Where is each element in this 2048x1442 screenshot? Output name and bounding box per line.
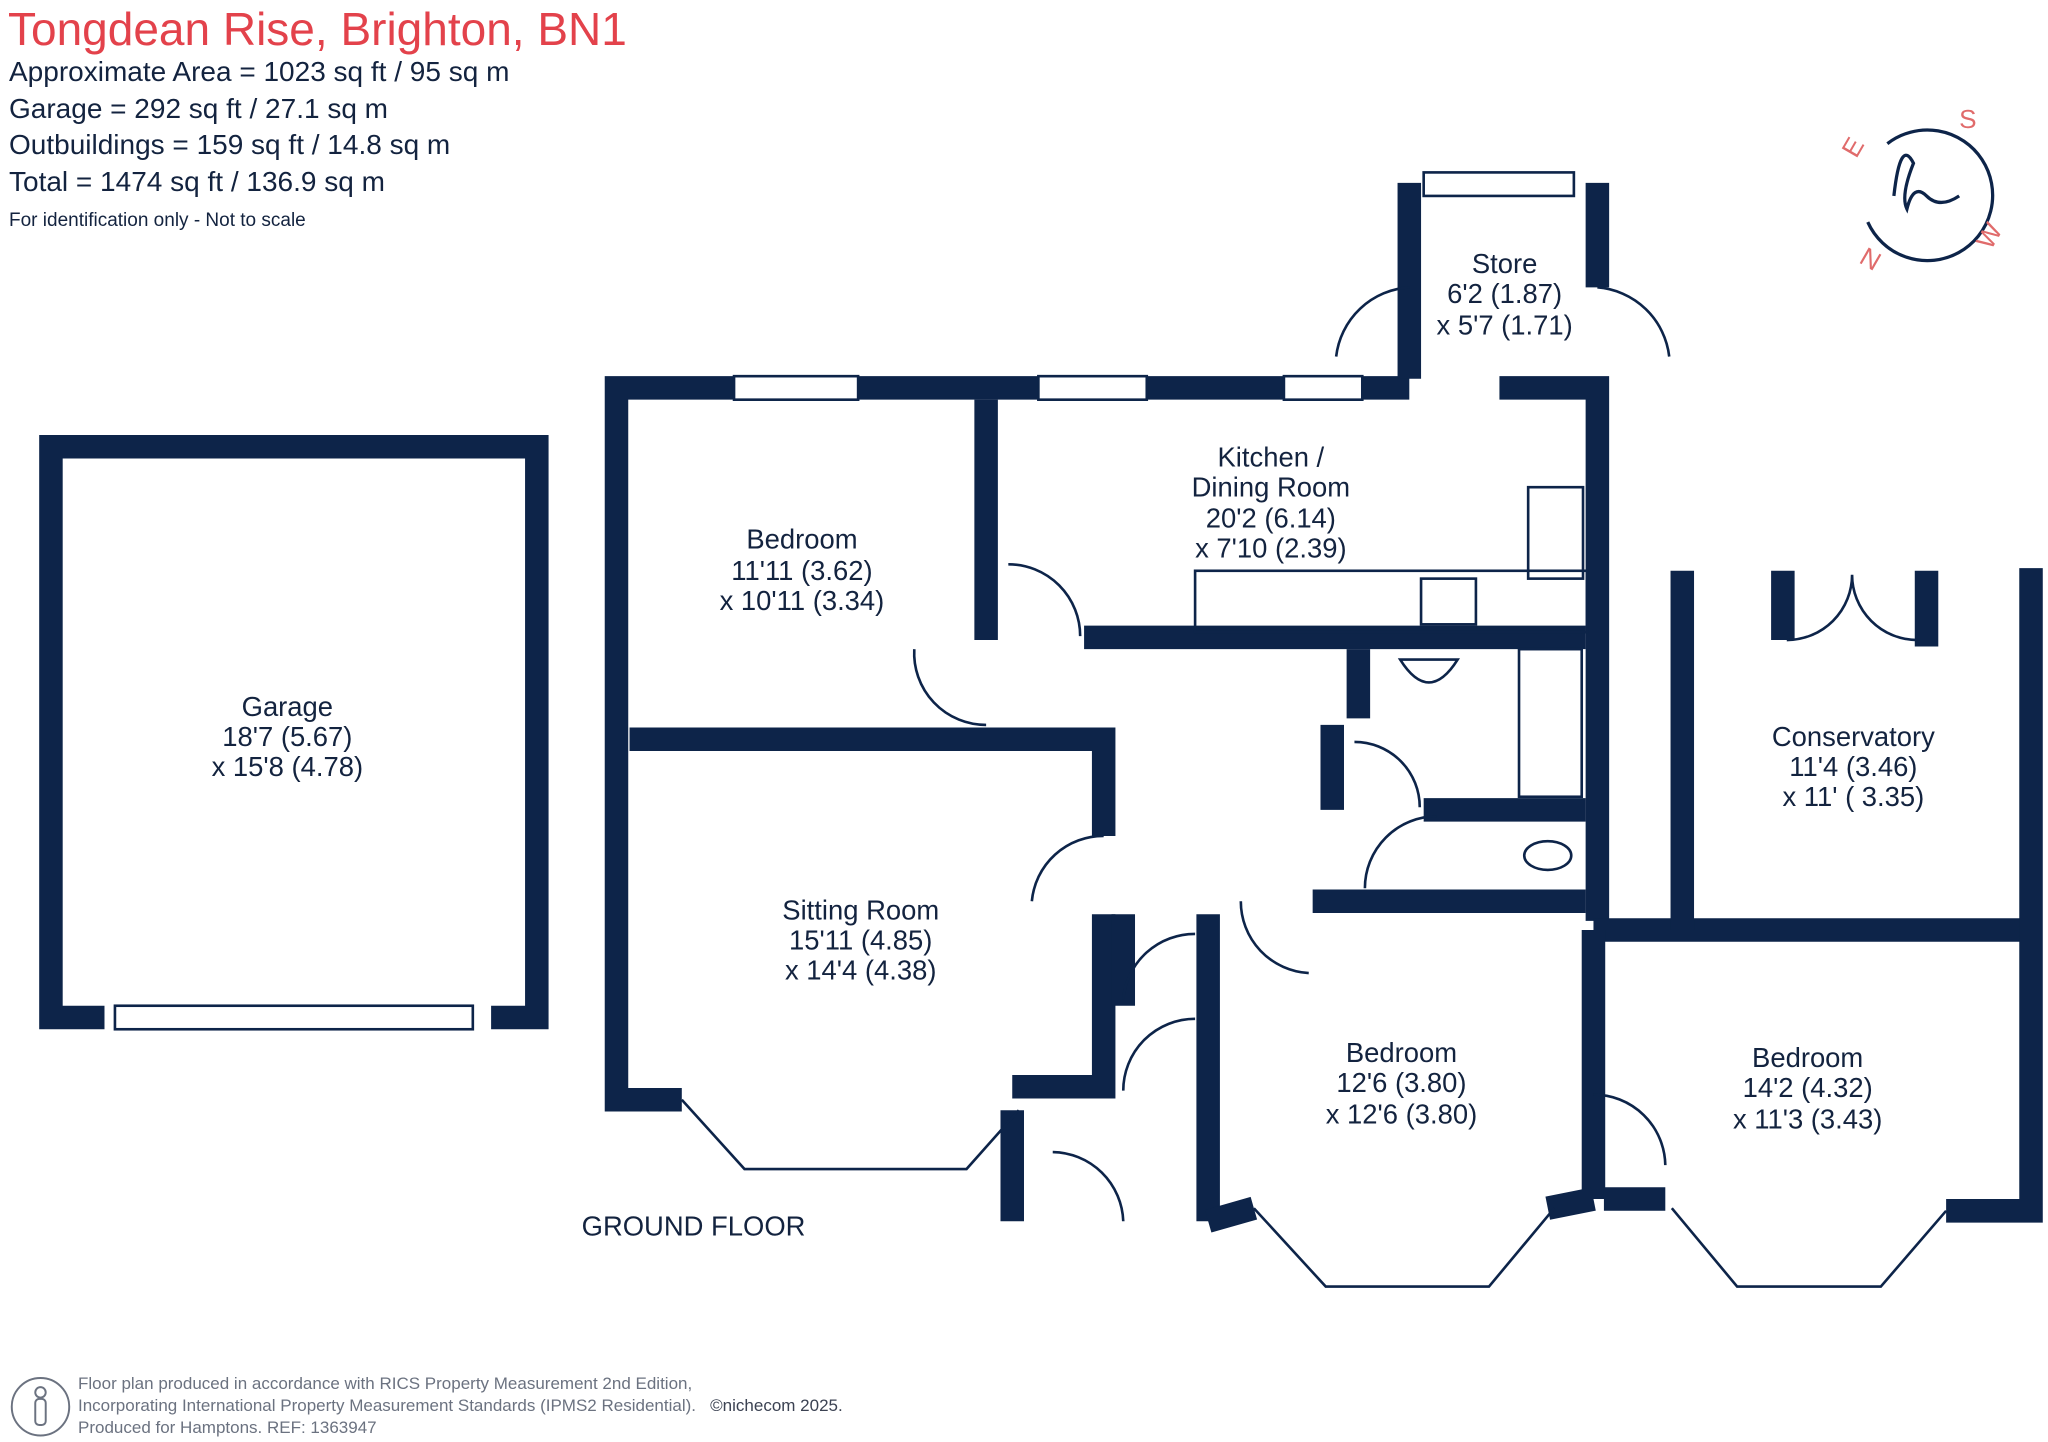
copyright: ©nichecom 2025. — [710, 1396, 843, 1415]
logo-h — [1892, 153, 1961, 214]
svg-text:Bedroom: Bedroom — [746, 524, 857, 555]
svg-text:x 11' ( 3.35): x 11' ( 3.35) — [1782, 781, 1924, 812]
svg-text:Bedroom: Bedroom — [1752, 1042, 1863, 1073]
svg-text:Store: Store — [1472, 248, 1538, 279]
area-approx: Approximate Area = 1023 sq ft / 95 sq m — [9, 56, 510, 87]
svg-text:Kitchen /: Kitchen / — [1218, 441, 1325, 472]
svg-text:11'4 (3.46): 11'4 (3.46) — [1789, 751, 1917, 782]
windows-doors — [113, 171, 1948, 1288]
footer-line-1: Floor plan produced in accordance with R… — [78, 1374, 693, 1393]
compass-e: E — [1835, 132, 1870, 162]
footer-line-3: Produced for Hamptons. REF: 1363947 — [78, 1418, 377, 1437]
svg-text:14'2 (4.32): 14'2 (4.32) — [1743, 1072, 1873, 1103]
walls — [39, 182, 2043, 1233]
svg-text:Conservatory: Conservatory — [1772, 721, 1935, 752]
svg-text:18'7 (5.67): 18'7 (5.67) — [222, 721, 352, 752]
scale-note: For identification only - Not to scale — [9, 210, 306, 231]
area-total: Total = 1474 sq ft / 136.9 sq m — [9, 166, 385, 197]
svg-text:11'11 (3.62): 11'11 (3.62) — [731, 555, 872, 586]
svg-text:20'2 (6.14): 20'2 (6.14) — [1206, 503, 1336, 534]
svg-text:x 5'7 (1.71): x 5'7 (1.71) — [1437, 309, 1573, 340]
area-outbuildings: Outbuildings = 159 sq ft / 14.8 sq m — [9, 129, 451, 160]
compass-w: W — [1970, 217, 2008, 254]
svg-text:x 12'6 (3.80): x 12'6 (3.80) — [1326, 1098, 1477, 1129]
svg-text:x 11'3 (3.43): x 11'3 (3.43) — [1733, 1104, 1882, 1135]
svg-text:12'6 (3.80): 12'6 (3.80) — [1336, 1067, 1466, 1098]
footer-line-2: Incorporating International Property Mea… — [78, 1396, 843, 1416]
svg-text:Sitting Room: Sitting Room — [782, 895, 939, 926]
svg-text:x 7'10 (2.39): x 7'10 (2.39) — [1195, 533, 1346, 564]
compass: S E N W — [1835, 104, 2008, 277]
svg-text:6'2 (1.87): 6'2 (1.87) — [1447, 278, 1562, 309]
footer-line-2-text: Incorporating International Property Mea… — [78, 1396, 696, 1415]
compass-ring — [1866, 128, 1995, 263]
svg-text:x 14'4 (4.38): x 14'4 (4.38) — [785, 955, 936, 986]
svg-text:Garage: Garage — [242, 691, 333, 722]
compass-n: N — [1855, 241, 1886, 276]
floor-label: GROUND FLOOR — [582, 1211, 806, 1242]
svg-text:Bedroom: Bedroom — [1346, 1037, 1457, 1068]
svg-text:x 10'11 (3.34): x 10'11 (3.34) — [720, 585, 885, 616]
compass-s: S — [1959, 104, 1976, 134]
svg-text:x 15'8 (4.78): x 15'8 (4.78) — [212, 751, 363, 782]
page-title: Tongdean Rise, Brighton, BN1 — [8, 3, 627, 55]
svg-text:Dining Room: Dining Room — [1192, 471, 1350, 502]
area-garage: Garage = 292 sq ft / 27.1 sq m — [9, 93, 388, 124]
footer-person-icon — [10, 1377, 71, 1437]
svg-text:15'11 (4.85): 15'11 (4.85) — [789, 925, 932, 956]
